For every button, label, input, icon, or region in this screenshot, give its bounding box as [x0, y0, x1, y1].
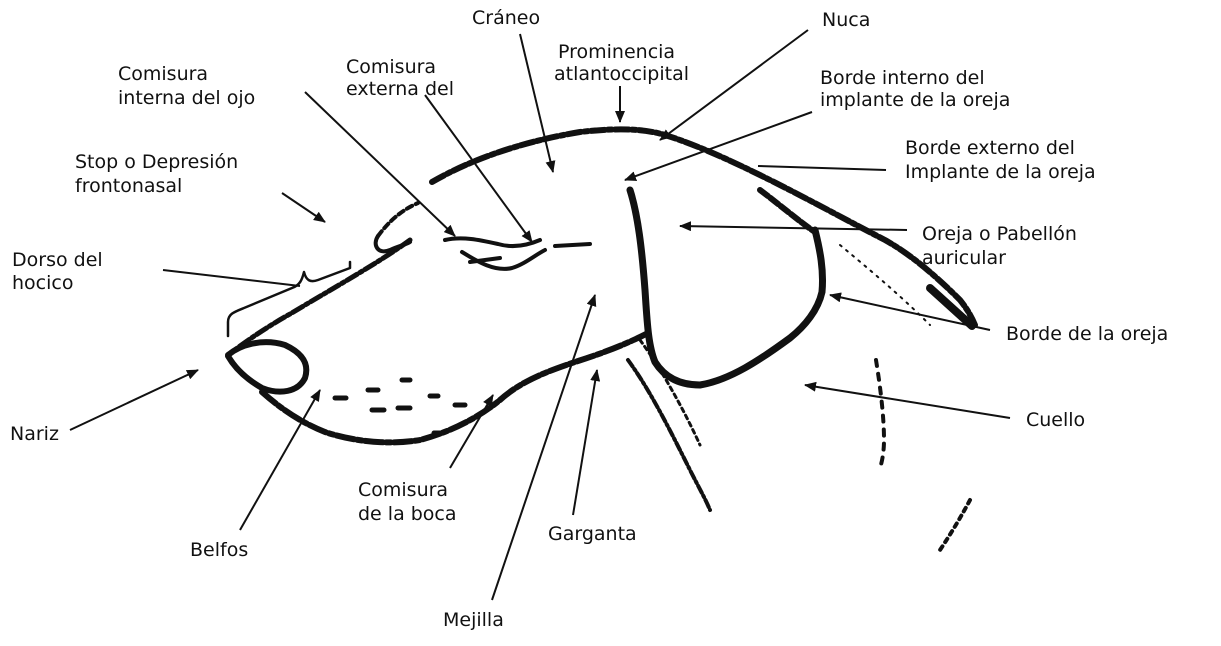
mouth-dashes: [335, 380, 465, 433]
neck-fragment-2: [940, 500, 970, 550]
arrow-borde-interno: [625, 112, 812, 180]
arrow-oreja: [680, 226, 907, 230]
arrow-mejilla: [492, 295, 595, 600]
label-mejilla: Mejilla: [443, 608, 504, 632]
label-dorso-line1: Dorso del: [12, 248, 103, 272]
dorso-brace: [228, 262, 350, 336]
label-prominencia-line2: atlantoccipital: [554, 62, 689, 86]
arrow-stop: [282, 193, 325, 222]
arrow-garganta: [573, 370, 597, 515]
leader-lines: [70, 30, 1010, 600]
label-comisura-externa-line1: Comisura: [346, 55, 436, 79]
label-borde-interno-line1: Borde interno del: [820, 66, 985, 90]
label-belfos: Belfos: [190, 538, 248, 562]
label-oreja-line2: auricular: [922, 246, 1006, 270]
lip-line: [262, 332, 650, 442]
label-borde-externo-line2: Implante de la oreja: [905, 160, 1096, 184]
dog-head-outline: [228, 129, 975, 550]
label-comisura-boca-line2: de la boca: [358, 502, 457, 526]
label-comisura-externa-line2: externa del: [346, 77, 454, 101]
label-stop-line1: Stop o Depresión: [75, 150, 238, 174]
arrow-comisura-interna: [305, 92, 455, 236]
label-cuello: Cuello: [1026, 408, 1085, 432]
eye-scribble: [445, 238, 590, 269]
label-nariz: Nariz: [10, 422, 59, 446]
nose-shape: [228, 342, 306, 391]
arrow-comisura-externa: [425, 95, 532, 242]
arrow-dorso: [163, 270, 300, 286]
label-nuca: Nuca: [822, 8, 870, 32]
label-garganta: Garganta: [548, 522, 637, 546]
label-borde-externo-line1: Borde externo del: [905, 136, 1075, 160]
neck-fragment-1: [876, 360, 884, 468]
muzzle-top-line: [228, 240, 410, 355]
arrow-nariz: [70, 370, 198, 430]
label-stop-line2: frontonasal: [75, 174, 182, 198]
arrow-borde-externo: [758, 166, 886, 170]
label-borde-oreja: Borde de la oreja: [1006, 322, 1168, 346]
label-comisura-boca-line1: Comisura: [358, 478, 448, 502]
label-borde-interno-line2: implante de la oreja: [820, 88, 1010, 112]
label-dorso-line2: hocico: [12, 271, 73, 295]
label-oreja-line1: Oreja o Pabellón: [922, 222, 1077, 246]
arrow-cuello: [805, 385, 1010, 418]
label-craneo: Cráneo: [472, 6, 540, 30]
label-comisura-interna-line1: Comisura: [118, 62, 208, 86]
label-comisura-interna-line2: interna del ojo: [118, 86, 255, 110]
arrow-craneo: [520, 34, 553, 172]
arrow-belfos: [240, 390, 320, 530]
forehead-line: [378, 203, 418, 236]
label-prominencia-line1: Prominencia: [558, 40, 675, 64]
